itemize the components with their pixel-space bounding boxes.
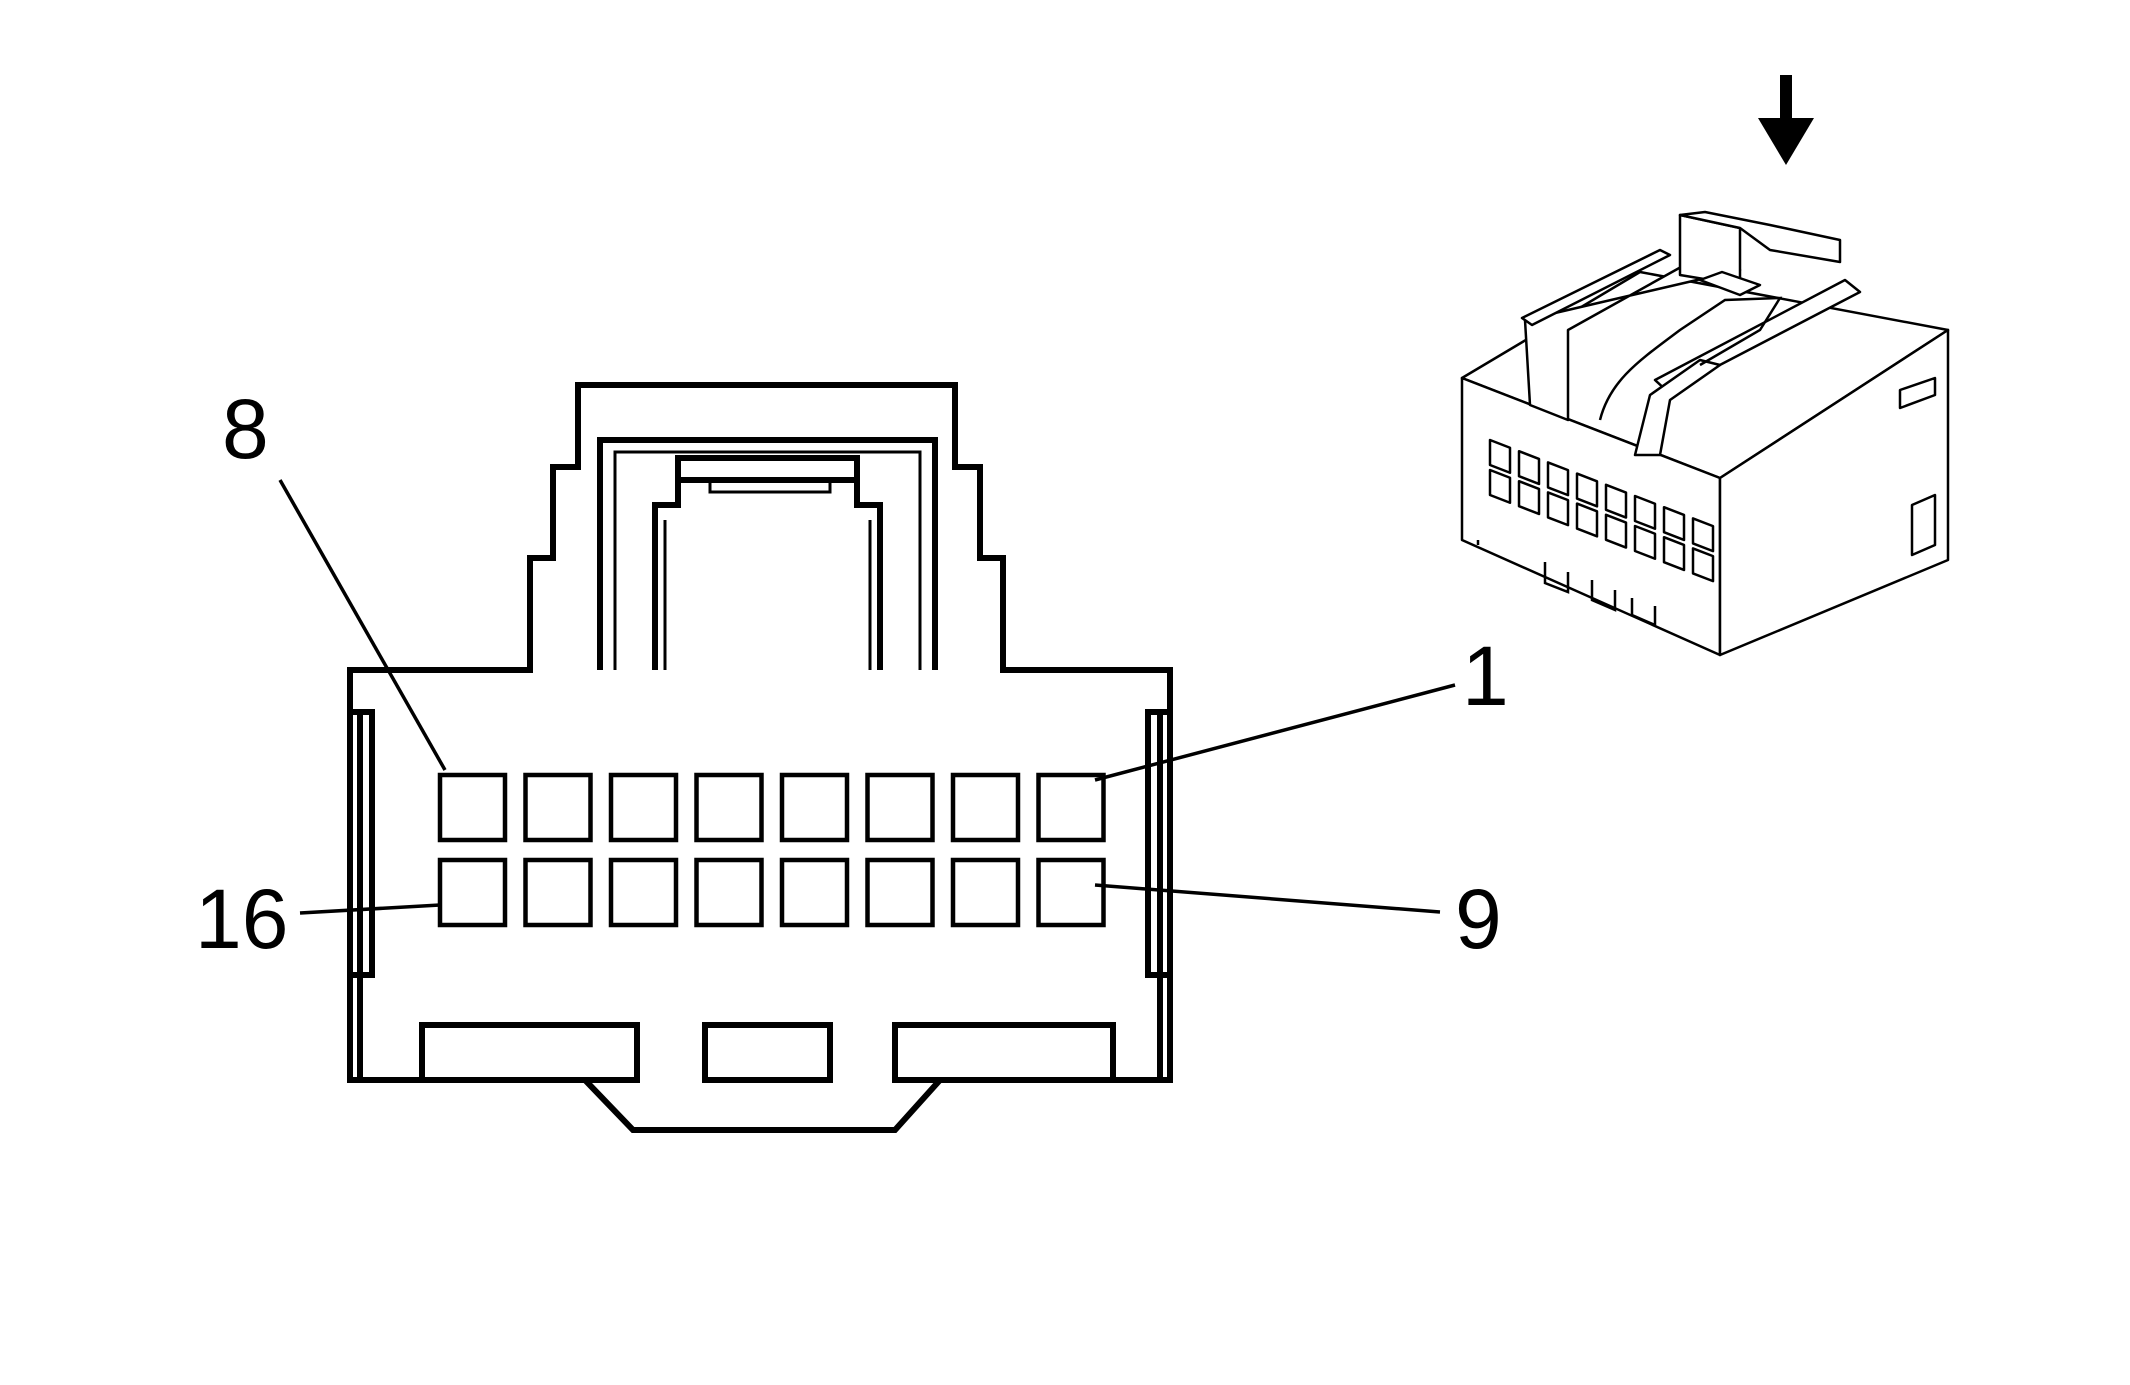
leader-line-pin-8 xyxy=(278,479,447,771)
pin-cavity xyxy=(694,772,764,843)
iso-pin-cavity xyxy=(1546,491,1570,527)
latch-housing xyxy=(597,437,938,670)
iso-pin-cavity xyxy=(1691,517,1715,553)
connector-isometric-view xyxy=(1460,75,1950,657)
iso-latch-top-tab xyxy=(1678,210,1842,264)
leader-line-pin-16 xyxy=(299,903,441,915)
iso-pin-cavity xyxy=(1517,479,1541,516)
pin-cavity xyxy=(523,857,593,928)
pin-label-8: 8 xyxy=(222,382,269,476)
iso-right-face xyxy=(1718,328,1950,657)
pin-cavity xyxy=(437,857,508,928)
pin-cavity xyxy=(694,857,764,928)
pin-label-9: 9 xyxy=(1455,872,1502,966)
iso-pin-cavity xyxy=(1691,547,1715,583)
connector-face-view: 8 1 16 9 xyxy=(195,382,1509,1133)
bottom-key-center xyxy=(702,1022,833,1083)
iso-top-right-tab xyxy=(1898,376,1937,410)
latch-lever-inner xyxy=(663,520,872,670)
down-arrow-icon xyxy=(1758,75,1814,165)
leader-line-pin-9 xyxy=(1094,883,1441,914)
iso-pin-cavity xyxy=(1662,535,1686,572)
bottom-key-right xyxy=(892,1022,1116,1083)
pin-cavity xyxy=(523,772,593,843)
iso-pin-cavity xyxy=(1517,449,1541,486)
latch-housing-inner xyxy=(613,450,922,670)
right-side-notch xyxy=(1145,709,1170,978)
latch-step xyxy=(708,480,832,494)
pin-cavity xyxy=(1036,857,1106,928)
pin-cavity xyxy=(865,857,935,928)
iso-pin-cavity xyxy=(1633,524,1657,560)
latch-tab xyxy=(675,455,860,480)
pin-cavity xyxy=(779,772,850,843)
pin-cavity xyxy=(950,857,1021,928)
pin-cavity-grid xyxy=(437,772,1106,928)
pin-cavity xyxy=(608,772,679,843)
pin-cavity xyxy=(608,857,679,928)
iso-pin-cavity xyxy=(1662,505,1686,542)
bottom-key-left xyxy=(419,1022,640,1083)
iso-pin-cavity xyxy=(1488,468,1512,504)
iso-latch-lever xyxy=(1598,296,1783,421)
iso-right-clip xyxy=(1910,493,1937,557)
pin-label-1: 1 xyxy=(1462,629,1509,723)
pin-cavity xyxy=(950,772,1021,843)
pin-cavity xyxy=(437,772,508,843)
iso-pin-cavity xyxy=(1575,502,1599,538)
iso-bottom-notches xyxy=(1476,540,1657,627)
right-side-clip xyxy=(1150,667,1173,1080)
iso-pin-cavity xyxy=(1633,494,1657,530)
latch-lever xyxy=(652,477,883,670)
iso-latch-rail-left xyxy=(1520,248,1672,327)
left-side-notch xyxy=(350,709,375,978)
iso-pin-cavity xyxy=(1546,461,1570,497)
left-side-clip xyxy=(347,667,372,1080)
iso-pin-cavity xyxy=(1575,472,1599,508)
iso-latch-arm xyxy=(1633,358,1722,457)
pin-cavity xyxy=(865,772,935,843)
iso-pin-cavity xyxy=(1604,483,1628,519)
leader-line-pin-1 xyxy=(1094,683,1456,782)
pin-cavity xyxy=(779,857,850,928)
iso-pin-cavity xyxy=(1604,513,1628,549)
connector-body-outline xyxy=(347,382,1173,1133)
pin-label-16: 16 xyxy=(195,872,288,966)
iso-pin-cavity-grid xyxy=(1488,438,1715,583)
pin-cavity xyxy=(1036,772,1106,843)
iso-pin-cavity xyxy=(1488,438,1512,474)
iso-latch-button xyxy=(1698,270,1762,297)
